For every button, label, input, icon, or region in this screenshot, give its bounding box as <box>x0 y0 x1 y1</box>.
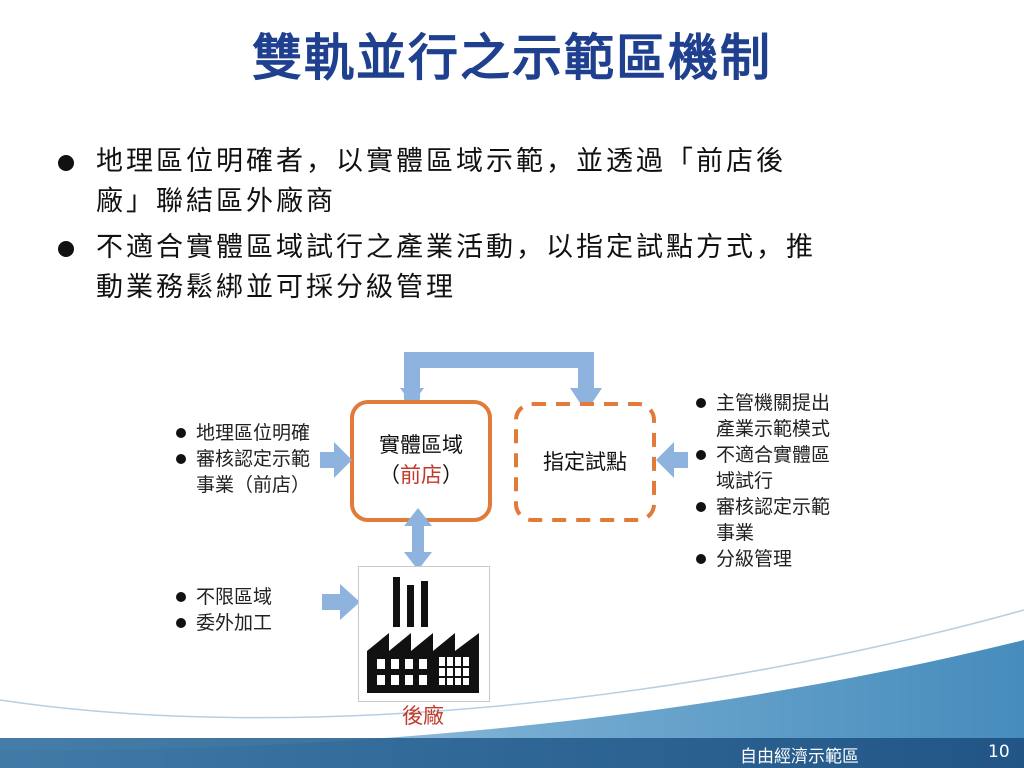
bottom-arrow <box>322 584 360 620</box>
left-list-item-1: 地理區位明確 <box>174 420 310 446</box>
right-list-item-3: 審核認定示範事業 <box>694 494 830 546</box>
bullet-dot-icon <box>176 454 186 464</box>
factory-icon <box>367 577 479 693</box>
right-list-item-2: 不適合實體區域試行 <box>694 442 830 494</box>
bullet-item-1: 地理區位明確者，以實體區域示範，並透過「前店後 廠」聯結區外廠商 <box>56 142 946 222</box>
footer-bar <box>0 738 1024 768</box>
bullet-dot-icon <box>696 450 706 460</box>
right-arrow <box>656 442 688 478</box>
bullet-item-2: 不適合實體區域試行之產業活動，以指定試點方式，推 動業務鬆綁並可採分級管理 <box>56 228 946 308</box>
bottom-swoosh <box>0 640 1024 768</box>
left-condition-list: 地理區位明確 審核認定示範 事業（前店） <box>174 420 310 498</box>
loop-arrow-head-left <box>400 388 424 404</box>
bullet-dot-icon <box>176 428 186 438</box>
designated-pilot-label: 指定試點 <box>543 450 627 474</box>
physical-region-label: 實體區域 （前店） <box>379 433 463 487</box>
bullet-dot-icon <box>176 618 186 628</box>
left-list-item-3-continuation: 事業（前店） <box>196 474 311 496</box>
slide-title: 雙軌並行之示範區機制 <box>252 29 772 87</box>
bullet-dot-icon <box>58 155 74 171</box>
bullet-dot-icon <box>696 398 706 408</box>
double-arrow <box>404 508 432 570</box>
factory-image-frame <box>358 566 490 702</box>
page-number: 10 <box>988 742 1010 762</box>
footer-title: 自由經濟示範區 <box>740 747 859 767</box>
bottom-swoosh-line <box>0 609 1024 719</box>
right-list-item-4: 分級管理 <box>694 546 830 572</box>
bullet-dot-icon <box>696 554 706 564</box>
right-condition-list: 主管機關提出產業示範模式 不適合實體區域試行 審核認定示範事業 分級管理 <box>694 390 830 572</box>
loop-arrow-head-right <box>570 388 602 412</box>
bullet-list: 地理區位明確者，以實體區域示範，並透過「前店後 廠」聯結區外廠商 不適合實體區域… <box>56 142 946 314</box>
bullet-dot-icon <box>176 592 186 602</box>
bullet-dot-icon <box>58 241 74 257</box>
right-list-item-1: 主管機關提出產業示範模式 <box>694 390 830 442</box>
bottom-list-item-1: 不限區域 <box>174 584 272 610</box>
bullet-2-line-2: 動業務鬆綁並可採分級管理 <box>96 272 456 303</box>
left-list-item-2: 審核認定示範 <box>174 446 310 472</box>
factory-label: 後廠 <box>402 704 444 728</box>
bottom-condition-list: 不限區域 委外加工 <box>174 584 272 636</box>
bullet-2-line-1: 不適合實體區域試行之產業活動，以指定試點方式，推 <box>96 232 816 263</box>
bullet-dot-icon <box>696 502 706 512</box>
bullet-1-line-1: 地理區位明確者，以實體區域示範，並透過「前店後 <box>96 146 786 177</box>
bullet-1-line-2: 廠」聯結區外廠商 <box>96 186 336 217</box>
designated-pilot-box <box>514 402 656 522</box>
bottom-list-item-2: 委外加工 <box>174 610 272 636</box>
loop-arrow <box>404 352 594 402</box>
left-arrow <box>320 442 352 478</box>
